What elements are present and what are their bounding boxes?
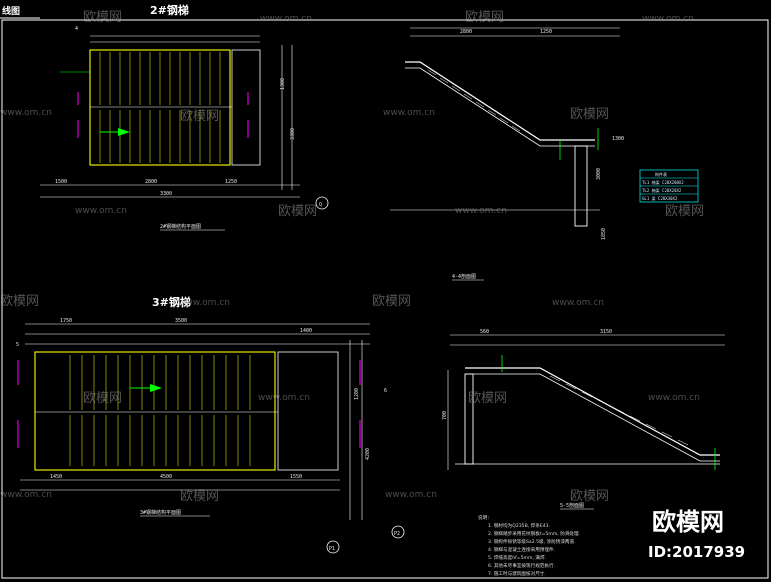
table-row: 构件表	[655, 171, 667, 177]
brand-badge-text: 欧模网	[652, 508, 724, 536]
watermark-brand: 欧模网	[372, 294, 411, 309]
table-row: TL2 梯梁 C20X20X2	[642, 187, 682, 193]
watermark-brand: 欧模网	[468, 391, 507, 406]
axis-label: 4	[75, 26, 78, 32]
watermark-url: www.om.cn	[383, 108, 435, 118]
notes-block: 说明： 1. 钢材均为Q235B, 焊条E43. 2. 钢梯踏步采用花纹钢板t=…	[478, 514, 580, 577]
watermark-brand: 欧模网	[665, 204, 704, 219]
dim-label: 1300	[612, 136, 624, 142]
section-title-55: 5-5剖面图	[560, 502, 584, 509]
dim-label: 2800	[460, 29, 472, 35]
watermark-brand: 欧模网	[180, 109, 219, 124]
dim-label: 700	[442, 411, 448, 420]
watermark-url: www.om.cn	[455, 206, 507, 216]
axis-label: P1	[329, 546, 335, 552]
plan-caption-3: 3#钢梯结构平面图	[140, 509, 181, 516]
note-line: 3. 钢构件除锈等级Sa2.5级, 涂防锈漆两道.	[488, 538, 576, 545]
note-line: 4. 钢梯与混凝土连接采用预埋件.	[488, 546, 555, 553]
dim-label: 3500	[175, 318, 187, 324]
watermark-url: www.om.cn	[0, 490, 52, 500]
dim-label: 4500	[160, 474, 172, 480]
dim-label: 4200	[365, 448, 371, 460]
drawing-border	[1, 19, 769, 579]
brand-badge: 欧模网 ID:2017939	[648, 508, 745, 561]
note-line: 6. 其他未尽事宜按现行规范执行.	[488, 562, 555, 569]
axis-label: 6	[384, 388, 387, 394]
watermark-url: www.om.cn	[385, 490, 437, 500]
dim-label: 3000	[596, 168, 602, 180]
watermark-brand: 欧模网	[83, 391, 122, 406]
id-badge-text: ID:2017939	[648, 543, 745, 561]
dim-label: 1550	[290, 474, 302, 480]
dim-label: 1250	[225, 179, 237, 185]
dim-label: 3150	[600, 329, 612, 335]
plan-2-group: 2#钢梯	[40, 3, 329, 231]
watermark-brand: 欧模网	[180, 489, 219, 504]
watermark-url: www.om.cn	[75, 206, 127, 216]
dim-label: 1250	[540, 29, 552, 35]
plan-3-group: 3#钢梯 1750 3500 1400	[16, 295, 405, 554]
plan-2-title: 2#钢梯	[150, 3, 189, 17]
watermark-url: www.om.cn	[642, 14, 694, 24]
plan-3-title: 3#钢梯	[152, 295, 191, 309]
watermark-brand: 欧模网	[83, 10, 122, 25]
dim-label: 2800	[145, 179, 157, 185]
dim-label: 1200	[354, 388, 360, 400]
note-line: 5. 焊缝高度hf=5mm, 满焊.	[488, 554, 546, 561]
axis-label: Q	[319, 202, 322, 208]
dim-label: 1750	[60, 318, 72, 324]
direction-arrow-icon	[118, 128, 130, 136]
note-line: 2. 钢梯踏步采用花纹钢板t=5mm, 防滑处理.	[488, 530, 580, 537]
table-row: GL1 梁 C20X30X2	[642, 195, 678, 201]
dim-label: 3300	[290, 128, 296, 140]
section-44-group: 2800 1250 1300 3000 1850 4-4剖面图 构件表 TL1 …	[390, 27, 699, 281]
watermark-url: www.om.cn	[648, 393, 700, 403]
notes-title: 说明：	[478, 514, 492, 521]
note-line: 7. 施工时与建筑图核对尺寸.	[488, 570, 546, 577]
watermark-url: www.om.cn	[552, 298, 604, 308]
corner-label: 线图	[2, 5, 20, 17]
watermark-url: www.om.cn	[0, 108, 52, 118]
watermark-brand: 欧模网	[570, 107, 609, 122]
section-55-group: 560 3150 700 5-5剖面图	[442, 329, 725, 510]
watermark-url: www.om.cn	[178, 298, 230, 308]
dim-label: 3300	[160, 191, 172, 197]
dim-label: 560	[480, 329, 489, 335]
dim-label: 1450	[50, 474, 62, 480]
table-row: TL1 梯梁 C20X200X2	[642, 179, 684, 185]
axis-label: P2	[394, 531, 400, 537]
dim-label: 1300	[280, 78, 286, 90]
dim-label: 1850	[601, 228, 607, 240]
axis-label: 5	[16, 342, 19, 348]
watermark-layer: 欧模网 www.om.cn 欧模网 www.om.cn www.om.cn 欧模…	[0, 10, 704, 504]
direction-arrow-icon	[150, 384, 162, 392]
plan-caption-2: 2#钢梯结构平面图	[160, 223, 201, 230]
dim-label: 1500	[55, 179, 67, 185]
watermark-brand: 欧模网	[465, 10, 504, 25]
dim-label: 1400	[300, 328, 312, 334]
note-line: 1. 钢材均为Q235B, 焊条E43.	[488, 522, 550, 529]
watermark-url: www.om.cn	[258, 393, 310, 403]
watermark-url: www.om.cn	[260, 14, 312, 24]
watermark-brand: 欧模网	[570, 489, 609, 504]
watermark-brand: 欧模网	[278, 204, 317, 219]
watermark-brand: 欧模网	[0, 294, 39, 309]
section-title-44: 4-4剖面图	[452, 273, 476, 280]
